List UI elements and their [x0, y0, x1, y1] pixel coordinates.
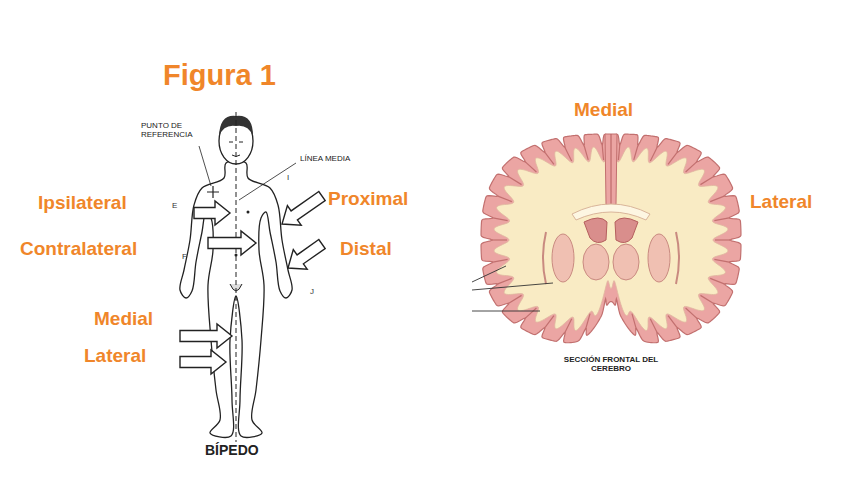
sulcus	[668, 316, 677, 328]
sulcus	[492, 239, 507, 240]
medial-fissure	[605, 134, 617, 207]
sulcus	[618, 145, 619, 160]
deep-nucleus	[648, 234, 670, 282]
sulcus	[602, 145, 603, 160]
annotation-label: LÍNEA MEDIA	[300, 155, 350, 164]
sulcus	[632, 314, 636, 328]
sulcus	[525, 308, 536, 318]
annotation-label: BÍPEDO	[205, 443, 259, 458]
sulcus	[710, 278, 724, 283]
leader-line	[239, 163, 296, 200]
corpus-callosum	[572, 204, 650, 220]
annotation-label: PUNTO DE REFERENCIA	[141, 122, 205, 140]
sulcus	[584, 145, 588, 159]
deep-nucleus	[613, 244, 639, 280]
direction-term: Contralateral	[20, 239, 137, 260]
sulcus	[509, 177, 522, 185]
annotation-label: SECCIÓN FRONTAL DEL CEREBRO	[562, 356, 660, 374]
sulcus	[710, 196, 724, 201]
direction-arrow	[194, 201, 230, 225]
direction-term: Medial	[574, 100, 633, 121]
sulcus	[545, 152, 554, 164]
sulcus	[668, 152, 677, 164]
annotation-label: J	[310, 288, 314, 297]
sulcus	[586, 314, 590, 328]
sulcus	[714, 259, 729, 262]
ventricle	[584, 218, 607, 243]
leader-line	[472, 283, 553, 290]
direction-arrow	[180, 324, 232, 348]
direction-term: Proximal	[328, 189, 408, 210]
leader-line	[199, 146, 211, 186]
sulcus	[686, 162, 697, 172]
deep-nucleus	[552, 234, 574, 282]
deep-nucleus	[583, 244, 609, 280]
direction-term: Lateral	[84, 346, 146, 367]
brain-section	[472, 134, 741, 343]
annotation-label: E	[172, 202, 177, 211]
leader-line	[472, 311, 540, 312]
direction-arrow	[208, 231, 256, 255]
ventricle	[615, 218, 638, 243]
sulcus	[714, 218, 729, 221]
sulcus	[700, 177, 713, 185]
leader-line	[472, 266, 506, 282]
sulcus	[686, 308, 697, 318]
direction-arrow	[282, 192, 325, 226]
sulcus	[493, 259, 508, 262]
sulcus	[509, 295, 522, 303]
direction-term: Ipsilateral	[38, 193, 127, 214]
sulcus	[525, 162, 536, 172]
insula	[676, 232, 679, 284]
annotation-label: I	[287, 174, 289, 183]
direction-term: Medial	[94, 309, 153, 330]
cortex	[481, 134, 741, 343]
direction-term: Lateral	[750, 192, 812, 213]
sulcus	[715, 239, 730, 240]
sulcus	[565, 319, 572, 332]
midline	[236, 112, 237, 442]
sulcus	[493, 218, 508, 221]
direction-term: Distal	[340, 239, 392, 260]
sulcus	[545, 316, 554, 328]
sulcus	[565, 148, 572, 161]
insula	[543, 232, 546, 284]
figure-title: Figura 1	[163, 60, 276, 92]
sulcus	[498, 196, 512, 201]
direction-arrow	[180, 350, 226, 374]
sulcus	[700, 295, 713, 303]
sulcus	[650, 148, 657, 161]
direction-arrow	[288, 240, 325, 270]
sulcus	[498, 278, 512, 283]
sulcus	[650, 319, 657, 332]
reference-point	[207, 186, 219, 198]
annotation-label: F	[182, 253, 187, 262]
sulcus	[634, 145, 638, 159]
